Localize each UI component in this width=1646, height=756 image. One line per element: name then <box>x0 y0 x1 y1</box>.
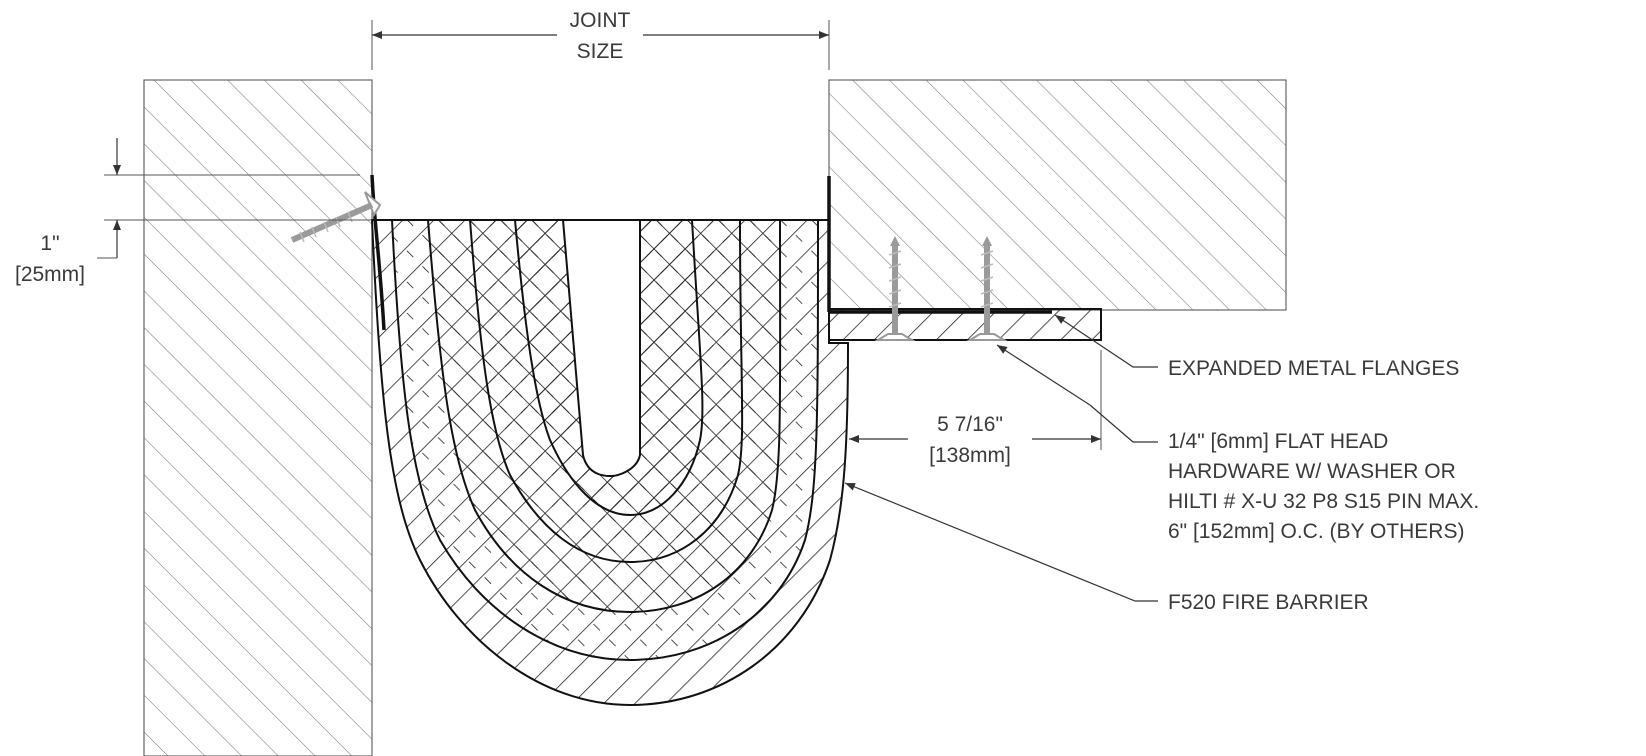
callout-fire-barrier-text: F520 FIRE BARRIER <box>1168 591 1369 614</box>
embed-depth-label-line1: 1" <box>40 232 59 255</box>
callout-expanded-metal: EXPANDED METAL FLANGES <box>1168 357 1459 380</box>
left-fastener-icon <box>290 191 382 243</box>
callout-hardware: 1/4" [6mm] FLAT HEAD HARDWARE W/ WASHER … <box>1168 430 1479 543</box>
joint-size-label-line1: JOINT <box>570 9 631 32</box>
leader-fire-barrier <box>844 482 1158 602</box>
callout-hardware-line3: HILTI # X-U 32 P8 S15 PIN MAX. <box>1168 490 1479 513</box>
joint-size-label-line2: SIZE <box>577 40 624 63</box>
right-fastener-1-icon <box>874 236 916 341</box>
expanded-metal-flange-right <box>827 176 1102 341</box>
right-substrate <box>828 79 1287 311</box>
embed-depth-dimension: 1" [25mm] <box>15 138 372 286</box>
left-substrate <box>143 79 373 756</box>
callout-hardware-line1: 1/4" [6mm] FLAT HEAD <box>1168 430 1388 453</box>
fire-barrier <box>370 219 850 707</box>
leader-expanded-metal <box>1054 314 1158 368</box>
flange-width-dimension: 5 7/16" [138mm] <box>849 350 1102 467</box>
flange-width-label-line1: 5 7/16" <box>937 413 1003 436</box>
leader-hardware <box>996 344 1158 443</box>
callout-fire-barrier: F520 FIRE BARRIER <box>1168 591 1369 614</box>
callout-hardware-line4: 6" [152mm] O.C. (BY OTHERS) <box>1168 520 1464 543</box>
callout-expanded-metal-text: EXPANDED METAL FLANGES <box>1168 357 1459 380</box>
barrier-center-slot <box>561 219 641 478</box>
right-fastener-2-icon <box>966 236 1008 341</box>
embed-depth-label-line2: [25mm] <box>15 263 85 286</box>
joint-size-dimension: JOINT SIZE <box>371 9 830 70</box>
expanded-metal-flange-left <box>370 174 386 331</box>
callout-hardware-line2: HARDWARE W/ WASHER OR <box>1168 460 1456 483</box>
flange-width-label-line2: [138mm] <box>929 444 1011 467</box>
